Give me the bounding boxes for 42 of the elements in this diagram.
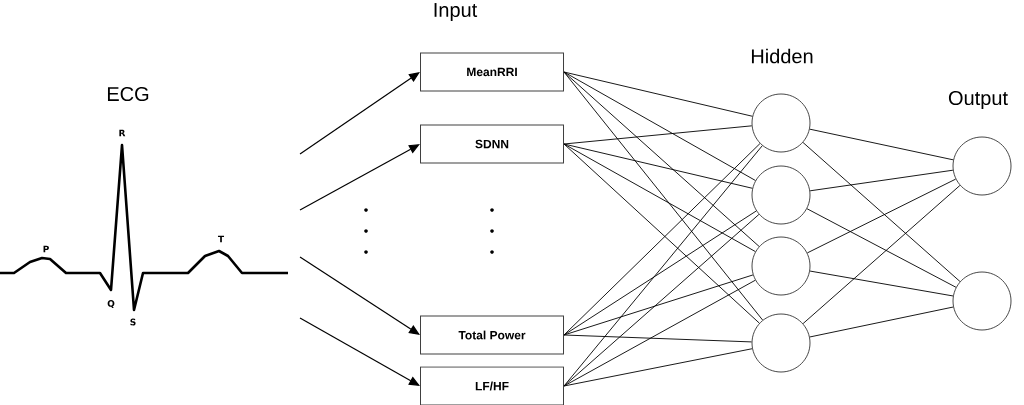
arrow bbox=[299, 144, 420, 211]
connection-line bbox=[802, 142, 961, 282]
connection-line bbox=[563, 348, 753, 387]
connection-line bbox=[809, 270, 954, 297]
connection-line bbox=[809, 128, 954, 161]
wave-label: P bbox=[43, 245, 49, 253]
wave-label: Q bbox=[107, 300, 115, 308]
connection-line bbox=[563, 210, 757, 336]
connection-line bbox=[563, 214, 760, 387]
connection-line bbox=[806, 178, 957, 254]
layer-title: Hidden bbox=[751, 48, 813, 64]
layer-title: Output bbox=[948, 90, 1008, 110]
arrow bbox=[299, 317, 420, 386]
connection-line bbox=[809, 169, 954, 192]
arrow bbox=[299, 72, 420, 155]
layer-title: Input bbox=[434, 3, 478, 21]
connection-line bbox=[563, 279, 756, 387]
connection-line bbox=[802, 185, 961, 324]
connection-line bbox=[563, 71, 764, 321]
neuron-circle bbox=[751, 165, 811, 225]
neuron-circle bbox=[751, 236, 811, 296]
wave-label: S bbox=[130, 318, 136, 326]
connection-line bbox=[563, 145, 763, 387]
arrow bbox=[299, 256, 420, 335]
connection-line bbox=[563, 71, 760, 247]
input-box: MeanRRI bbox=[420, 52, 564, 92]
input-box: SDNN bbox=[420, 124, 564, 164]
wave-label: R bbox=[119, 129, 126, 137]
neuron-circle bbox=[952, 136, 1012, 196]
connection-line bbox=[563, 143, 753, 189]
input-box: Total Power bbox=[420, 315, 564, 355]
signal-title: ECG bbox=[108, 86, 149, 102]
input-box: LF/HF bbox=[420, 366, 564, 405]
wave-label: T bbox=[218, 235, 224, 243]
connection-line bbox=[809, 306, 954, 338]
connection-line bbox=[563, 125, 753, 145]
neuron-circle bbox=[751, 313, 811, 373]
connection-line bbox=[563, 71, 753, 117]
neuron-circle bbox=[751, 93, 811, 153]
connection-line bbox=[563, 334, 753, 343]
neuron-circle bbox=[952, 271, 1012, 331]
connection-line bbox=[806, 208, 957, 288]
